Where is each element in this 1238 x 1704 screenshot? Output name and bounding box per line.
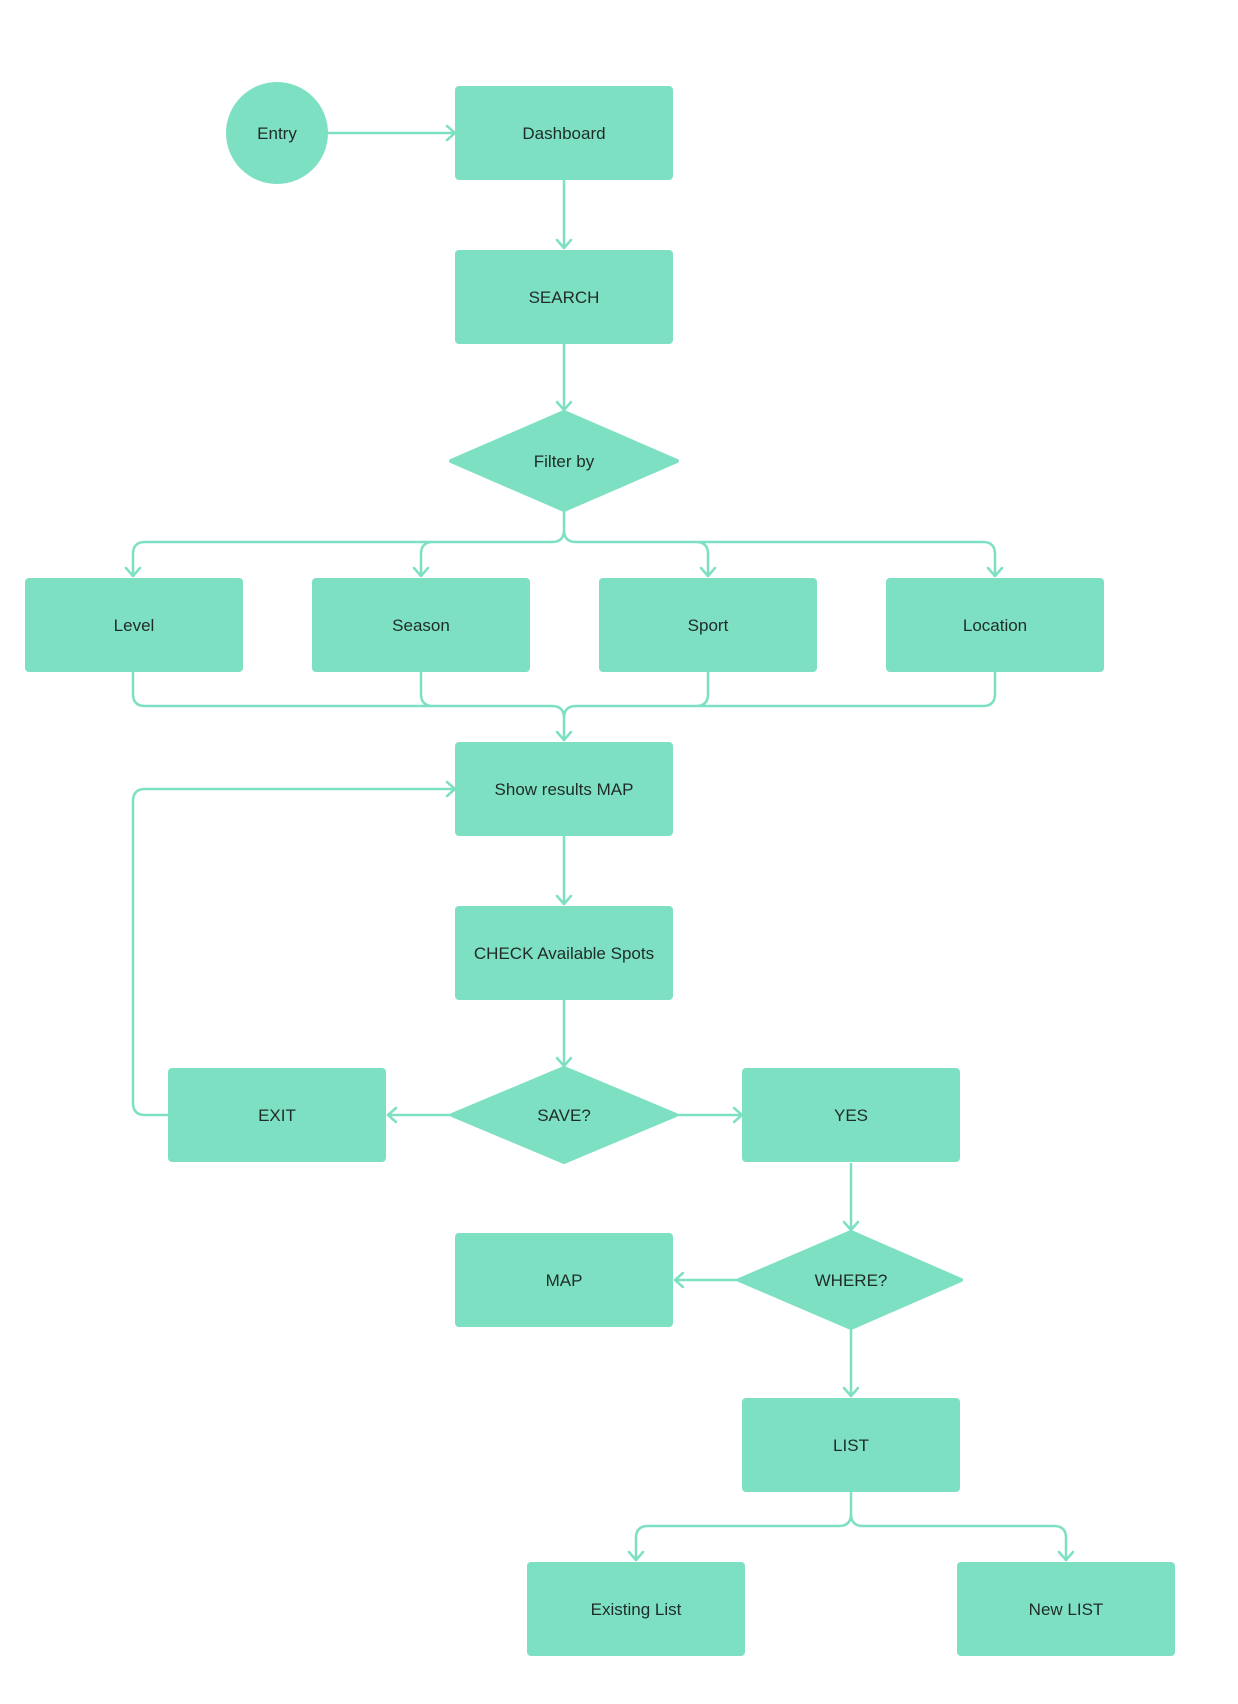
node-dashboard[interactable]: Dashboard xyxy=(455,86,673,180)
arrow-head xyxy=(124,566,142,578)
node-map[interactable]: MAP xyxy=(455,1233,673,1327)
nodes: Entry Dashboard SEARCH Filter by Level S… xyxy=(25,82,1175,1656)
arrow-head xyxy=(412,566,430,578)
node-show-results-map[interactable]: Show results MAP xyxy=(455,742,673,836)
arrow-head xyxy=(386,1106,398,1124)
node-label: Entry xyxy=(257,124,297,143)
node-check-available-spots[interactable]: CHECK Available Spots xyxy=(455,906,673,1000)
arrow-head xyxy=(1057,1550,1075,1562)
node-entry[interactable]: Entry xyxy=(226,82,328,184)
node-label: Season xyxy=(392,616,450,635)
node-filter-by[interactable]: Filter by xyxy=(449,410,679,512)
node-label: WHERE? xyxy=(815,1271,888,1290)
node-save[interactable]: SAVE? xyxy=(450,1066,678,1164)
node-label: Level xyxy=(114,616,155,635)
node-label: YES xyxy=(834,1106,868,1125)
arrow-head xyxy=(842,1220,860,1232)
node-search[interactable]: SEARCH xyxy=(455,250,673,344)
node-label: New LIST xyxy=(1029,1600,1104,1619)
node-label: MAP xyxy=(546,1271,583,1290)
node-label: SEARCH xyxy=(529,288,600,307)
arrow-head xyxy=(673,1271,685,1289)
node-existing-list[interactable]: Existing List xyxy=(527,1562,745,1656)
node-sport[interactable]: Sport xyxy=(599,578,817,672)
node-list[interactable]: LIST xyxy=(742,1398,960,1492)
edge-filter-branches xyxy=(131,508,997,578)
arrow-head xyxy=(555,894,573,906)
node-label: LIST xyxy=(833,1436,869,1455)
node-label: Existing List xyxy=(591,1600,682,1619)
arrow-head xyxy=(555,730,573,742)
edge-list-branches xyxy=(634,1490,1068,1562)
node-label: CHECK Available Spots xyxy=(474,944,654,963)
node-label: Dashboard xyxy=(522,124,605,143)
arrow-head xyxy=(555,400,573,412)
node-label: EXIT xyxy=(258,1106,296,1125)
arrow-head xyxy=(555,238,573,250)
node-season[interactable]: Season xyxy=(312,578,530,672)
edge-filters-merge xyxy=(131,670,997,742)
arrow-head xyxy=(986,566,1004,578)
arrow-head xyxy=(699,566,717,578)
node-location[interactable]: Location xyxy=(886,578,1104,672)
node-label: SAVE? xyxy=(537,1106,591,1125)
node-label: Sport xyxy=(688,616,729,635)
connectors xyxy=(124,124,1075,1562)
edge-exit-loop xyxy=(131,787,457,1117)
node-exit[interactable]: EXIT xyxy=(168,1068,386,1162)
node-level[interactable]: Level xyxy=(25,578,243,672)
node-where[interactable]: WHERE? xyxy=(737,1230,963,1330)
node-new-list[interactable]: New LIST xyxy=(957,1562,1175,1656)
arrow-head xyxy=(842,1386,860,1398)
node-label: Location xyxy=(963,616,1027,635)
node-label: Filter by xyxy=(534,452,595,471)
node-yes[interactable]: YES xyxy=(742,1068,960,1162)
node-label: Show results MAP xyxy=(495,780,634,799)
arrow-head xyxy=(627,1550,645,1562)
